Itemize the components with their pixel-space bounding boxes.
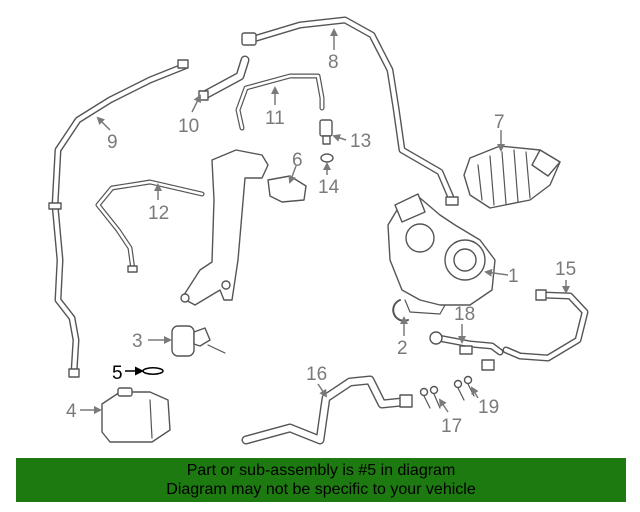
leader-6 — [288, 165, 297, 184]
callout-3: 3 — [132, 331, 143, 352]
leader-16 — [317, 383, 328, 398]
leader-13 — [332, 134, 347, 142]
callout-14: 14 — [318, 177, 340, 198]
callout-2: 2 — [397, 338, 408, 359]
part-19-clips — [453, 375, 475, 401]
part-14-oring — [320, 153, 334, 163]
part-7-heatshield — [463, 145, 561, 209]
part-6-bracket — [180, 149, 307, 306]
callout-7: 7 — [494, 112, 505, 133]
parts-diagram: 1 2 3 4 5 6 7 8 9 10 11 12 13 14 15 16 1… — [48, 16, 589, 445]
leader-19 — [470, 386, 479, 399]
callout-5: 5 — [112, 363, 123, 384]
part-8-tube — [241, 16, 459, 206]
part-9-tube — [48, 59, 189, 378]
callout-19: 19 — [478, 397, 499, 418]
part-17-clips — [419, 385, 441, 409]
notice-line-1: Part or sub-assembly is #5 in diagram — [186, 462, 456, 479]
callout-13: 13 — [350, 131, 371, 152]
callout-6: 6 — [292, 150, 303, 171]
part-10-hose — [198, 55, 250, 101]
notice-banner: Part or sub-assembly is #5 in diagram Di… — [16, 458, 626, 502]
leader-9 — [96, 116, 111, 131]
part-5-gasket — [142, 367, 164, 375]
notice-line-2: Diagram may not be specific to your vehi… — [166, 481, 476, 498]
leader-10 — [191, 94, 201, 113]
callout-17: 17 — [441, 416, 462, 437]
leader-17 — [438, 398, 449, 413]
part-15-tube — [502, 289, 589, 362]
callout-11: 11 — [265, 108, 285, 129]
callout-8: 8 — [328, 52, 339, 73]
callout-10: 10 — [178, 116, 199, 137]
part-12-line — [95, 179, 205, 273]
leader-1 — [484, 268, 509, 277]
part-3-actuator — [171, 325, 226, 357]
part-18-line — [429, 331, 504, 371]
callout-15: 15 — [555, 259, 576, 280]
callout-16: 16 — [306, 364, 327, 385]
callout-12: 12 — [148, 203, 169, 224]
callout-9: 9 — [107, 132, 118, 153]
part-1-turbo — [387, 193, 496, 315]
callout-4: 4 — [66, 401, 77, 422]
part-13-fitting — [319, 119, 333, 145]
callout-1: 1 — [508, 266, 519, 287]
callout-18: 18 — [454, 304, 475, 325]
part-11-line — [235, 73, 325, 131]
part-16-hose — [241, 375, 413, 445]
part-4-reservoir — [101, 387, 171, 443]
